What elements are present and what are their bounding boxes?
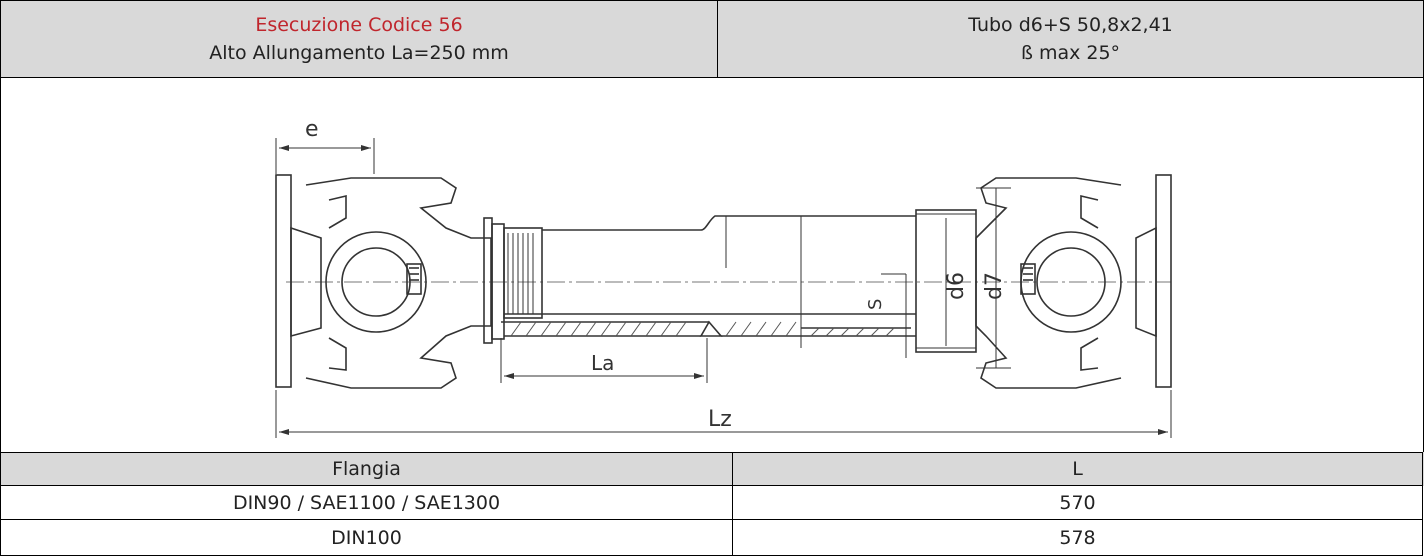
length-cell: 578 xyxy=(732,520,1423,556)
flange-cell: DIN100 xyxy=(0,520,733,556)
length-cell: 570 xyxy=(732,486,1423,520)
header-flangia: Flangia xyxy=(0,452,733,486)
dim-e-label: e xyxy=(305,117,319,142)
table-header-row: Flangia L xyxy=(0,452,1424,486)
execution-code-title: Esecuzione Codice 56 xyxy=(255,14,463,36)
table-row: DIN90 / SAE1100 / SAE1300 570 xyxy=(0,486,1424,520)
dim-s-label: S xyxy=(865,299,886,310)
max-angle: ß max 25° xyxy=(1020,42,1121,64)
technical-drawing-panel: e La Lz S d6 d7 xyxy=(0,77,1424,453)
header-right-cell: Tubo d6+S 50,8x2,41 ß max 25° xyxy=(717,0,1424,78)
tube-spec: Tubo d6+S 50,8x2,41 xyxy=(968,14,1173,36)
table-row: DIN100 578 xyxy=(0,520,1424,556)
dim-lz-label: Lz xyxy=(708,407,732,432)
header-l: L xyxy=(732,452,1423,486)
header-left-cell: Esecuzione Codice 56 Alto Allungamento L… xyxy=(0,0,718,78)
dim-d6-label: d6 xyxy=(944,272,969,300)
dim-la-label: La xyxy=(591,351,614,375)
extension-subtitle: Alto Allungamento La=250 mm xyxy=(209,42,509,64)
dim-d7-label: d7 xyxy=(982,272,1007,300)
flange-cell: DIN90 / SAE1100 / SAE1300 xyxy=(0,486,733,520)
drive-shaft-drawing: e La Lz S d6 d7 xyxy=(275,117,1172,438)
